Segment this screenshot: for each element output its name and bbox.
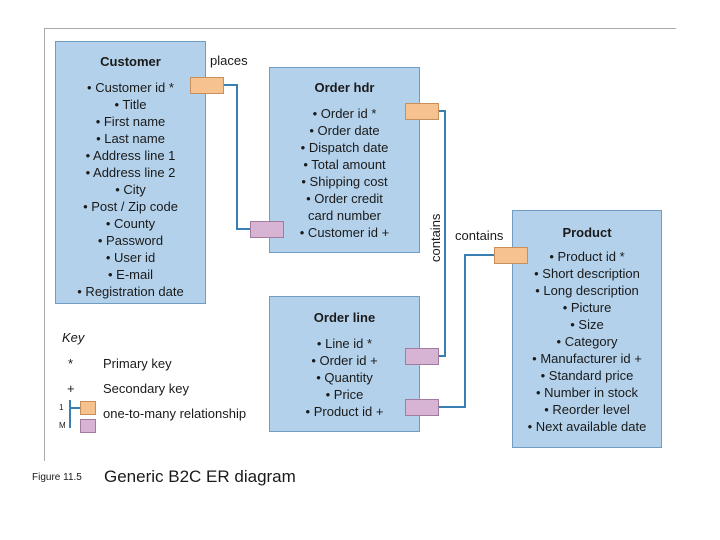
attribute: • Product id + (305, 404, 384, 419)
contains-vertical-label: contains (428, 213, 443, 262)
attribute: • Password (97, 233, 164, 248)
attribute: • Standard price (540, 368, 634, 383)
attribute: • Shipping cost (301, 174, 388, 189)
attribute: card number (308, 208, 381, 223)
secondary-key-label: Secondary key (103, 381, 189, 396)
attribute: • E-mail (108, 267, 153, 282)
attribute: • Reorder level (544, 402, 630, 417)
attribute: • Category (556, 334, 618, 349)
figure-number: Figure 11.5 (32, 472, 82, 483)
attribute: • Customer id + (299, 225, 390, 240)
attribute-list: • Line id * • Order id + • Quantity • Pr… (270, 335, 419, 420)
key-one-label: 1 (59, 403, 64, 412)
entity-order-hdr: Order hdr • Order id * • Order date • Di… (269, 67, 420, 253)
entity-title: Order line (313, 310, 376, 325)
key-title: Key (62, 330, 85, 345)
attribute: • Title (114, 97, 147, 112)
entity-title: Customer (100, 54, 161, 69)
attribute: • Long description (535, 283, 639, 298)
secondary-key-symbol: + (67, 381, 75, 396)
order-line-many-end-order (405, 348, 439, 365)
attribute: • Total amount (303, 157, 386, 172)
attribute: • Order date (309, 123, 380, 138)
key-many-swatch (80, 419, 96, 433)
attribute: • User id (105, 250, 156, 265)
attribute: • Order id + (311, 353, 378, 368)
entity-title: Order hdr (314, 80, 375, 95)
places-label: places (210, 53, 248, 68)
diagram-frame (44, 28, 676, 461)
attribute: • Last name (96, 131, 165, 146)
entity-customer: Customer • Customer id * • Title • First… (55, 41, 206, 304)
entity-order-line: Order line • Line id * • Order id + • Qu… (269, 296, 420, 432)
attribute: • Next available date (527, 419, 647, 434)
attribute: • Quantity (316, 370, 373, 385)
attribute: • Price (325, 387, 364, 402)
order-hdr-one-end (405, 103, 439, 120)
attribute-list: • Customer id * • Title • First name • L… (56, 79, 205, 300)
key-many-label: M (59, 421, 66, 430)
key-one-swatch (80, 401, 96, 415)
order-hdr-many-end (250, 221, 284, 238)
attribute-list: • Product id * • Short description • Lon… (513, 248, 661, 435)
customer-one-end (190, 77, 224, 94)
attribute: • Number in stock (535, 385, 639, 400)
attribute: • Picture (562, 300, 612, 315)
contains-label: contains (455, 228, 504, 243)
attribute: • Post / Zip code (83, 199, 178, 214)
entity-title: Product (562, 225, 612, 240)
figure-caption: Generic B2C ER diagram (104, 467, 296, 486)
attribute: • Dispatch date (300, 140, 389, 155)
attribute: • Address line 1 (85, 148, 176, 163)
product-one-end (494, 247, 528, 264)
attribute: • County (105, 216, 156, 231)
attribute: • Manufacturer id + (532, 351, 642, 366)
attribute: • Size (570, 317, 604, 332)
relationship-key-label: one-to-many relationship (103, 406, 247, 421)
attribute: • Order id * (312, 106, 377, 121)
order-line-many-end-product (405, 399, 439, 416)
attribute: • Customer id * (87, 80, 174, 95)
primary-key-label: Primary key (103, 356, 172, 371)
attribute: • Short description (534, 266, 640, 281)
attribute: • Registration date (77, 284, 184, 299)
attribute: • First name (95, 114, 166, 129)
attribute: • Order credit (306, 191, 383, 206)
attribute: • Product id * (549, 249, 625, 264)
attribute: • Line id * (316, 336, 373, 351)
attribute-list: • Order id * • Order date • Dispatch dat… (270, 105, 419, 241)
attribute: • Address line 2 (85, 165, 176, 180)
attribute: • City (115, 182, 146, 197)
primary-key-symbol: * (68, 356, 74, 371)
entity-product: Product • Product id * • Short descripti… (512, 210, 662, 448)
